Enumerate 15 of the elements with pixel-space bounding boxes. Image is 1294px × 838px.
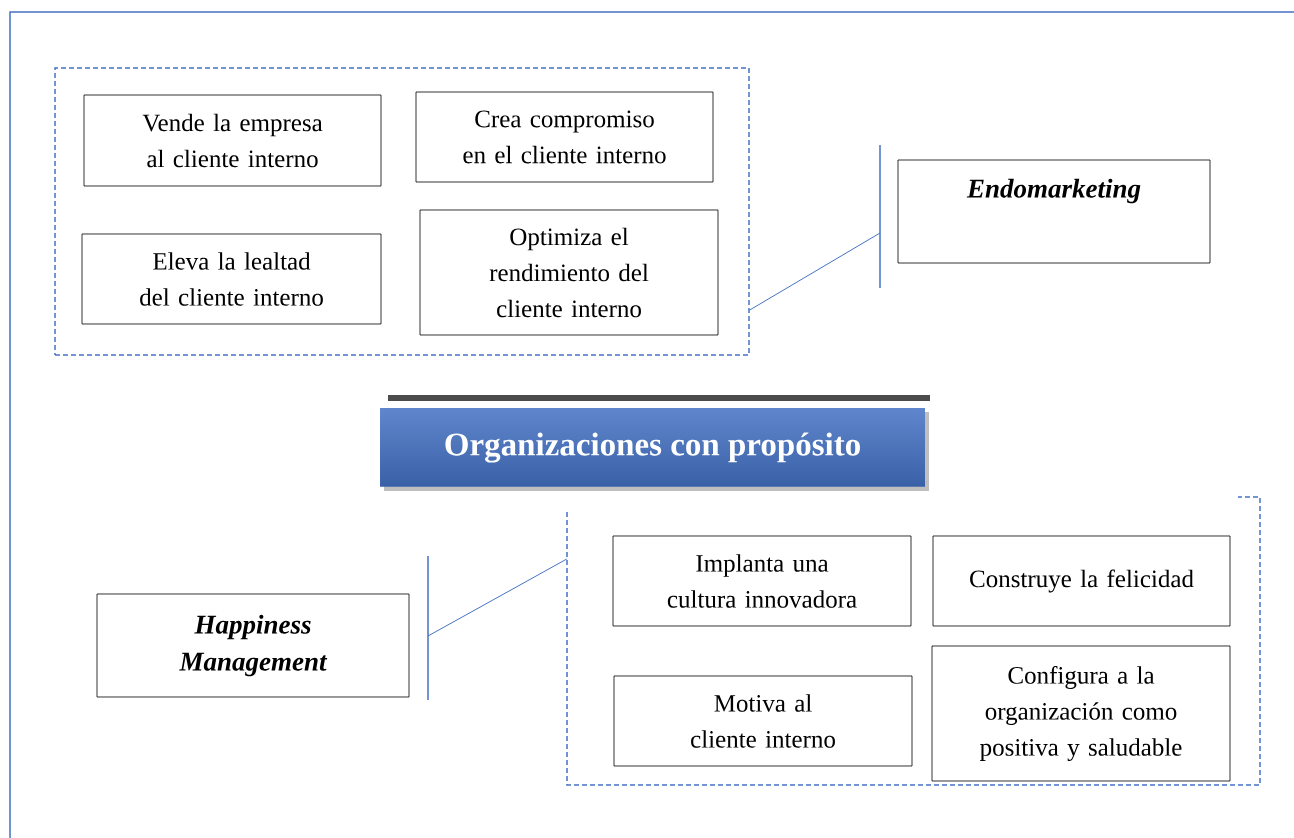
connector-line [749,232,881,311]
title-banner: Organizaciones con propósito [380,395,930,491]
connector-line [427,558,568,637]
bracket-line [879,144,881,289]
text-box: Motiva al cliente interno [613,675,913,767]
text-box: Vende la empresa al cliente interno [83,94,382,187]
text-box: Configura a la organización como positiva y saludable [931,645,1231,782]
title-box: Endomarketing [897,159,1211,264]
text-box: Implanta una cultura innovadora [612,535,912,627]
bracket-line [427,555,429,701]
text-box: Construye la felicidad [932,535,1231,627]
text-box: Crea compromiso en el cliente interno [415,91,714,183]
text-box: Eleva la lealtad del cliente interno [81,233,382,325]
text-box: Optimiza el rendimiento del cliente interno [419,209,719,336]
title-box: Happiness Management [96,593,410,698]
